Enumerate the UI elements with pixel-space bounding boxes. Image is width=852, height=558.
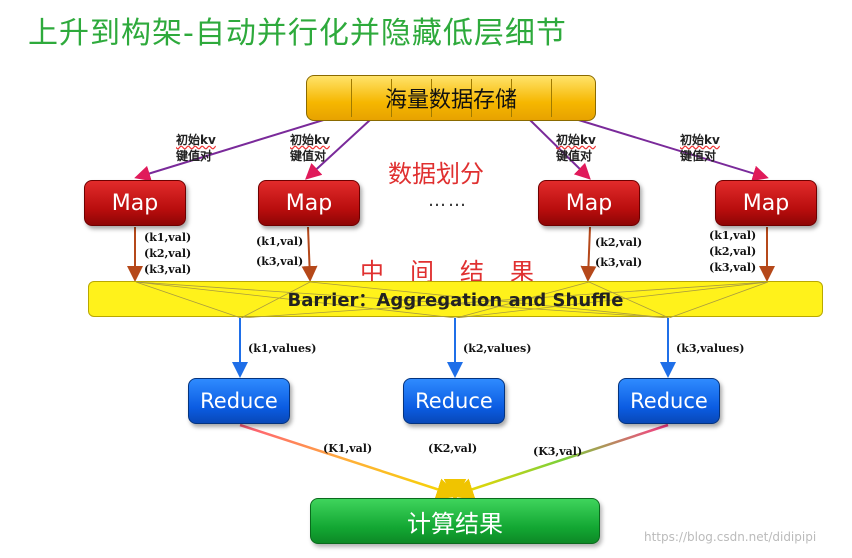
arrow-reduce1-result [239, 423, 460, 501]
map-box-1: Map [84, 180, 186, 226]
barrier-label: Barrier：Aggregation and Shuffle [287, 290, 624, 311]
kv-pair: (k2,val) [595, 236, 643, 249]
kv-pair: (k2,val) [709, 245, 757, 258]
init-kv-line1: 初始kv [556, 133, 596, 147]
init-kv-line1: 初始kv [290, 133, 330, 147]
init-kv-line2: 键值对 [680, 149, 717, 163]
map-box-2: Map [258, 180, 360, 226]
kv-pair: (k3,val) [256, 255, 304, 268]
shuffle-lines [135, 282, 769, 318]
init-kv-label-4: 初始kv 键值对 [680, 132, 720, 164]
ellipsis: …… [428, 190, 468, 211]
arrow-storage-map1 [134, 117, 331, 182]
arrow-map2-barrier [301, 226, 318, 282]
reduce1-input: (k1,values) [248, 342, 317, 355]
reduce3-input: (k3,values) [676, 342, 745, 355]
init-kv-label-1: 初始kv 键值对 [176, 132, 216, 164]
watermark: https://blog.csdn.net/didipipi [644, 530, 817, 544]
reduce-box-1: Reduce [188, 378, 290, 424]
arrow-map3-barrier [580, 226, 597, 282]
init-kv-line2: 键值对 [556, 149, 593, 163]
kv-pair: (k3,val) [595, 256, 643, 269]
page-title: 上升到构架-自动并行化并隐藏低层细节 [28, 16, 567, 51]
result-box: 计算结果 [310, 498, 600, 544]
init-kv-line1: 初始kv [176, 133, 216, 147]
map1-outputs: (k1,val) (k2,val) (k3,val) [144, 230, 191, 278]
kv-pair: (k1,val) [144, 231, 192, 244]
reduce2-input: (k2,values) [463, 342, 532, 355]
storage-label: 海量数据存储 [384, 88, 517, 113]
barrier-box: Barrier：Aggregation and Shuffle [88, 281, 823, 318]
init-kv-line2: 键值对 [290, 149, 327, 163]
init-kv-line2: 键值对 [176, 149, 213, 163]
reduce-box-2: Reduce [403, 378, 505, 424]
kv-pair: (k3,val) [144, 263, 192, 276]
map3-outputs: (k2,val) (k3,val) [595, 235, 642, 271]
init-kv-label-3: 初始kv 键值对 [556, 132, 596, 164]
init-kv-label-2: 初始kv 键值对 [290, 132, 330, 164]
arrow-storage-map2 [305, 119, 371, 180]
reduce3-output: (K3,val) [533, 445, 583, 458]
partition-label: 数据划分 [388, 160, 484, 188]
map-box-3: Map [538, 180, 640, 226]
map2-outputs: (k1,val) (k3,val) [256, 234, 303, 270]
storage-box: 海量数据存储 [306, 75, 596, 121]
reduce1-output: (K1,val) [323, 442, 373, 455]
arrow-storage-map4 [571, 117, 769, 182]
kv-pair: (k3,val) [709, 261, 757, 274]
kv-pair: (k2,val) [144, 247, 192, 260]
map4-outputs: (k1,val) (k2,val) (k3,val) [709, 228, 756, 276]
map-box-4: Map [715, 180, 817, 226]
arrow-reduce3-result [450, 423, 669, 501]
init-kv-line1: 初始kv [680, 133, 720, 147]
kv-pair: (k1,val) [709, 229, 757, 242]
arrow-storage-map3 [529, 119, 591, 180]
kv-pair: (k1,val) [256, 235, 304, 248]
reduce-box-3: Reduce [618, 378, 720, 424]
reduce2-output: (K2,val) [428, 442, 478, 455]
